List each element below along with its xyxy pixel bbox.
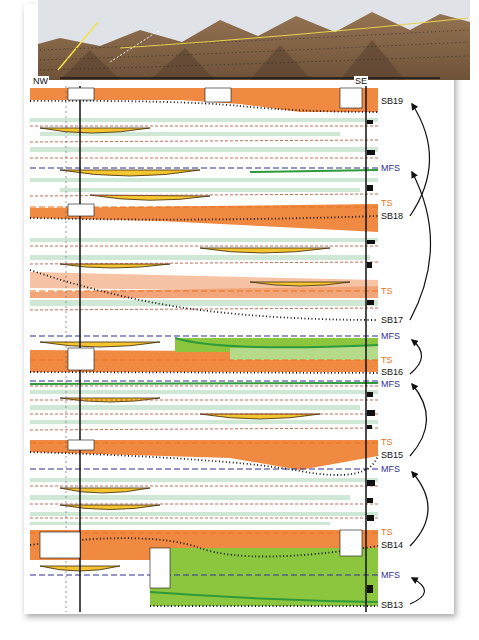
channel-lenses [40,128,350,571]
mfs-lines [30,168,378,575]
surface-label: TS [380,355,394,365]
surface-label: SB19 [380,96,404,106]
sb-lines [30,101,378,606]
surface-label: MFS [380,464,401,474]
surface-label: SB18 [380,211,404,221]
surface-label: MFS [380,331,401,341]
ts-lines [30,207,378,533]
outcrop-photo [38,0,470,80]
green-surfaces [30,170,378,602]
bed-lines [30,126,378,518]
cycle-arrows [410,104,431,604]
surface-label: SB14 [380,540,404,550]
surface-label: SB16 [380,367,404,377]
surface-label: MFS [380,379,401,389]
surface-label: TS [380,286,394,296]
direction-label: NW [32,76,49,86]
sandstone-bands [30,118,378,525]
surface-label: SB17 [380,315,404,325]
log-columns [40,86,375,612]
surface-label: SB15 [380,450,404,460]
surface-label: TS [380,437,394,447]
green-wedges [150,338,378,606]
sheet [24,4,454,614]
shale-bands [30,88,378,560]
surface-label: MFS [380,163,401,173]
surface-label: TS [380,198,394,208]
direction-label: SE [354,76,368,86]
surface-label: TS [380,527,394,537]
surface-label: MFS [380,570,401,580]
surface-label: SB13 [380,600,404,610]
